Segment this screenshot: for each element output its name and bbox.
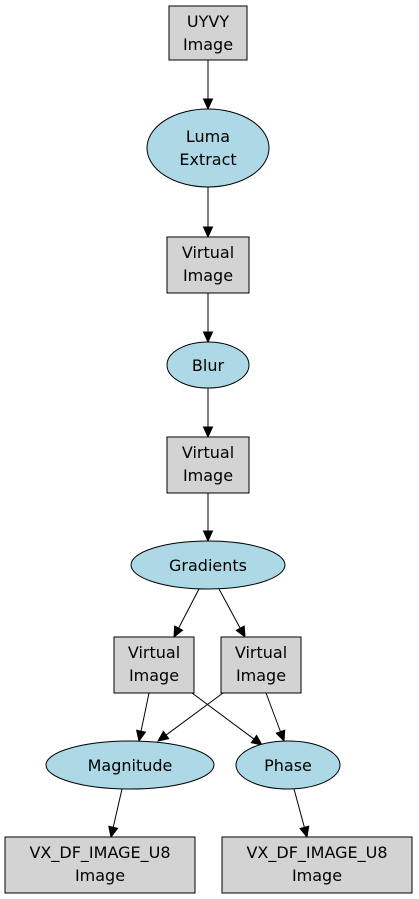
- node-luma-extract-ellipse: [146, 108, 270, 188]
- edge-gradients-to-virtual-image-3: [173, 588, 200, 639]
- edge-magnitude-to-output-magnitude: [108, 788, 123, 839]
- node-magnitude-line1: Magnitude: [88, 756, 173, 775]
- node-uyvy-image-line2: Image: [183, 35, 233, 54]
- edge-virtual-image-3-to-magnitude: [135, 692, 150, 743]
- node-output-phase-box: [221, 836, 413, 894]
- node-output-phase: VX_DF_IMAGE_U8 Image: [221, 836, 413, 894]
- edge-line: [165, 692, 224, 736]
- node-gradients-ellipse: [130, 540, 286, 590]
- node-virtual-image-2: Virtual Image: [166, 436, 250, 494]
- edge-line: [191, 692, 255, 740]
- arrowhead-icon: [202, 331, 214, 344]
- node-luma-extract: Luma Extract: [146, 108, 270, 188]
- edge-line: [293, 788, 305, 828]
- edge-luma-extract-to-virtual-image-1: [202, 187, 214, 239]
- node-virtual-image-4-box: [220, 636, 302, 694]
- node-luma-extract-line1: Luma: [186, 127, 230, 146]
- node-virtual-image-3-box: [113, 636, 195, 694]
- node-virtual-image-1-box: [166, 236, 250, 294]
- edge-virtual-image-3-to-phase: [191, 692, 263, 746]
- node-phase: Phase: [235, 740, 341, 790]
- edge-uyvy-image-to-luma-extract: [202, 60, 214, 111]
- node-output-magnitude: VX_DF_IMAGE_U8 Image: [4, 836, 196, 894]
- node-uyvy-image-box: [168, 5, 248, 61]
- edges-layer: [108, 60, 310, 839]
- arrowhead-icon: [235, 625, 246, 639]
- node-virtual-image-1-line2: Image: [183, 266, 233, 285]
- node-uyvy-image: UYVY Image: [168, 5, 248, 61]
- node-virtual-image-1-line1: Virtual: [182, 243, 234, 262]
- arrowhead-icon: [157, 730, 170, 742]
- edge-line: [178, 588, 200, 629]
- edge-line: [112, 788, 123, 828]
- arrowhead-icon: [299, 825, 310, 839]
- edge-virtual-image-4-to-phase: [265, 692, 286, 743]
- node-output-magnitude-line1: VX_DF_IMAGE_U8: [29, 843, 170, 863]
- node-phase-ellipse: [235, 740, 341, 790]
- node-virtual-image-3: Virtual Image: [113, 636, 195, 694]
- edge-virtual-image-2-to-gradients: [202, 493, 214, 543]
- node-virtual-image-4: Virtual Image: [220, 636, 302, 694]
- edge-virtual-image-4-to-magnitude: [157, 692, 224, 742]
- node-virtual-image-2-line2: Image: [183, 466, 233, 485]
- edge-gradients-to-virtual-image-4: [218, 588, 246, 639]
- edge-phase-to-output-phase: [293, 788, 310, 839]
- edge-line: [140, 692, 150, 732]
- arrowhead-icon: [108, 825, 119, 839]
- edge-line: [218, 588, 241, 629]
- node-luma-extract-line2: Extract: [179, 150, 236, 169]
- arrowhead-icon: [202, 530, 214, 543]
- node-magnitude: Magnitude: [45, 740, 215, 790]
- node-blur-ellipse: [166, 341, 250, 389]
- node-blur: Blur: [166, 341, 250, 389]
- arrowhead-icon: [275, 729, 286, 743]
- arrowhead-icon: [202, 98, 214, 111]
- node-virtual-image-1: Virtual Image: [166, 236, 250, 294]
- node-gradients: Gradients: [130, 540, 286, 590]
- node-output-phase-line2: Image: [292, 866, 342, 885]
- arrowhead-icon: [250, 734, 263, 746]
- node-virtual-image-3-line2: Image: [129, 666, 179, 685]
- arrowhead-icon: [173, 625, 184, 639]
- node-magnitude-ellipse: [45, 740, 215, 790]
- node-virtual-image-2-box: [166, 436, 250, 494]
- node-virtual-image-4-line2: Image: [236, 666, 286, 685]
- node-blur-line1: Blur: [192, 356, 225, 375]
- node-virtual-image-4-line1: Virtual: [235, 643, 287, 662]
- node-output-magnitude-line2: Image: [75, 866, 125, 885]
- arrowhead-icon: [135, 729, 147, 743]
- node-virtual-image-3-line1: Virtual: [128, 643, 180, 662]
- node-output-phase-line1: VX_DF_IMAGE_U8: [246, 843, 387, 863]
- node-phase-line1: Phase: [264, 756, 312, 775]
- node-output-magnitude-box: [4, 836, 196, 894]
- arrowhead-icon: [202, 426, 214, 439]
- edge-line: [265, 692, 281, 732]
- node-gradients-line1: Gradients: [169, 556, 247, 575]
- arrowhead-icon: [202, 226, 214, 239]
- edge-virtual-image-1-to-blur: [202, 293, 214, 344]
- node-uyvy-image-line1: UYVY: [187, 12, 229, 31]
- node-virtual-image-2-line1: Virtual: [182, 443, 234, 462]
- edge-blur-to-virtual-image-2: [202, 388, 214, 439]
